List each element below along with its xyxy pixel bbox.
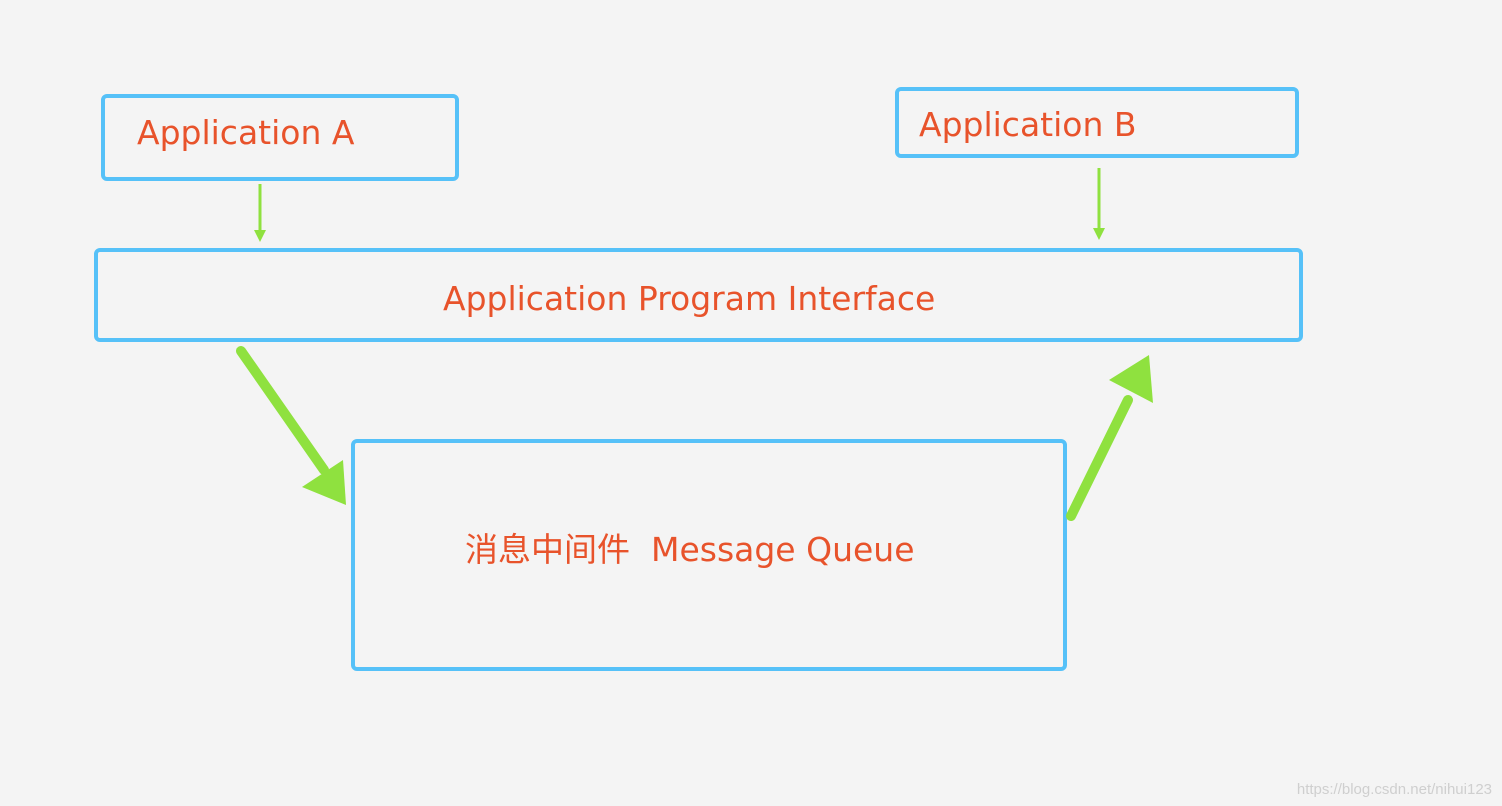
watermark: https://blog.csdn.net/nihui123: [1296, 781, 1492, 798]
message-queue-label: 消息中间件 Message Queue: [465, 530, 915, 569]
api-label: Application Program Interface: [443, 279, 936, 318]
arrow-app-a-to-api: [254, 184, 266, 242]
arrow-api-to-mq: [236, 346, 346, 505]
application-a-box: [101, 94, 459, 181]
api-box: [94, 248, 1303, 342]
application-b-label: Application B: [919, 105, 1137, 144]
application-b-box: [895, 87, 1299, 158]
application-a-label: Application A: [137, 113, 355, 152]
arrow-app-b-to-api: [1093, 168, 1105, 240]
arrow-mq-to-api: [1066, 355, 1153, 521]
message-queue-box: [351, 439, 1067, 671]
